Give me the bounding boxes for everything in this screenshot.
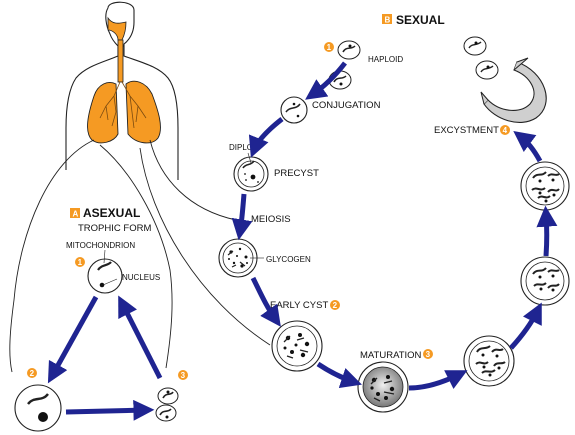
ruptured-cyst bbox=[480, 57, 547, 123]
step-badge-maturation: 3 bbox=[423, 349, 433, 359]
mitochondrion-label: MITOCHONDRION bbox=[66, 241, 135, 250]
mature-cyst-2 bbox=[520, 256, 570, 306]
trophic-form-label: TROPHIC FORM bbox=[78, 223, 151, 234]
meiosis-label: MEIOSIS bbox=[251, 214, 291, 225]
mature-cyst-1 bbox=[463, 335, 515, 387]
diploid-label: DIPLOID bbox=[229, 143, 261, 152]
step-badge-sexual-1: 1 bbox=[324, 42, 334, 52]
step-badge-asexual-2: 2 bbox=[27, 368, 37, 378]
step-badge-early-cyst: 2 bbox=[330, 300, 340, 310]
conjugation-cell bbox=[280, 96, 308, 124]
asexual-cycle-arrows bbox=[47, 295, 163, 421]
trophic-cell-1 bbox=[87, 249, 123, 294]
svg-text:1: 1 bbox=[327, 43, 332, 52]
asexual-badge: A bbox=[73, 210, 79, 219]
sexual-cycle-arrows bbox=[231, 61, 558, 391]
excystment-label: EXCYSTMENT bbox=[434, 125, 499, 136]
sexual-heading: B SEXUAL bbox=[382, 13, 445, 27]
maturation-cell bbox=[357, 361, 409, 413]
early-cyst-cell bbox=[271, 320, 323, 372]
connector-lines bbox=[9, 139, 271, 373]
meiosis-cell bbox=[218, 238, 264, 278]
step-badge-asexual-1: 1 bbox=[75, 257, 85, 267]
right-lung bbox=[125, 80, 161, 144]
precyst-label: PRECYST bbox=[274, 168, 319, 179]
glycogen-label: GLYCOGEN bbox=[266, 255, 311, 264]
conjugation-label: CONJUGATION bbox=[312, 100, 381, 111]
svg-text:1: 1 bbox=[78, 258, 83, 267]
svg-text:4: 4 bbox=[503, 126, 508, 135]
haploid-cells bbox=[328, 40, 361, 90]
trophic-cell-2 bbox=[14, 384, 62, 432]
precyst-cell bbox=[233, 152, 269, 192]
haploid-label: HAPLOID bbox=[368, 55, 403, 64]
svg-text:3: 3 bbox=[181, 371, 186, 380]
svg-text:3: 3 bbox=[426, 350, 431, 359]
svg-text:2: 2 bbox=[30, 369, 35, 378]
step-badge-excystment: 4 bbox=[500, 125, 510, 135]
sexual-title: SEXUAL bbox=[396, 13, 445, 27]
early-cyst-label: EARLY CYST bbox=[270, 300, 328, 311]
asexual-title: ASEXUAL bbox=[83, 206, 140, 220]
svg-text:2: 2 bbox=[333, 301, 338, 310]
maturation-label: MATURATION bbox=[360, 350, 422, 361]
nucleus-label: NUCLEUS bbox=[122, 273, 160, 282]
respiratory-tract bbox=[87, 16, 161, 144]
mature-cyst-3 bbox=[520, 161, 570, 211]
step-badge-asexual-3: 3 bbox=[178, 370, 188, 380]
sexual-badge: B bbox=[385, 16, 391, 25]
asexual-heading: A ASEXUAL bbox=[70, 206, 140, 220]
released-trophozoites bbox=[463, 36, 499, 80]
trophic-cell-3-dividing bbox=[155, 387, 179, 422]
